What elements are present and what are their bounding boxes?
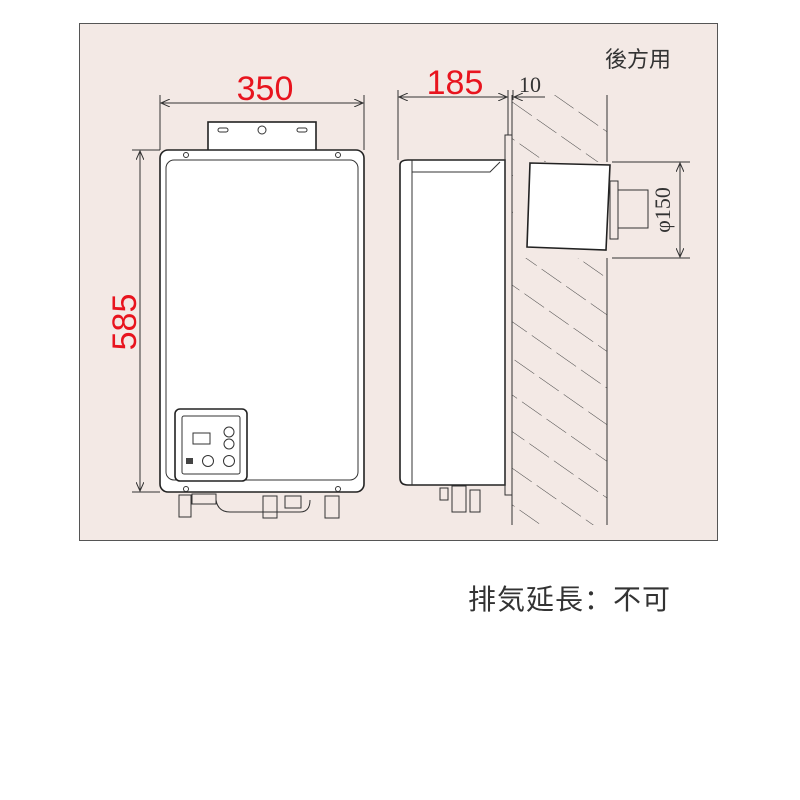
unit-front: [159, 149, 365, 493]
width-label: 350: [237, 70, 294, 108]
exhaust-extension-note: 排気延長：不可: [468, 583, 672, 616]
depth-dimension: 185: [397, 64, 509, 160]
duct-diameter-dimension: φ150: [612, 161, 690, 259]
exhaust-pipe: [617, 189, 649, 229]
height-label: 585: [106, 294, 144, 351]
control-panel: [174, 408, 248, 482]
side-view: [399, 95, 649, 525]
view-label: 後方用: [605, 48, 671, 73]
width-dimension: 350: [159, 70, 365, 150]
front-view: [159, 121, 365, 519]
height-dimension: 585: [106, 149, 160, 493]
unit-side: [399, 159, 506, 486]
display: [192, 432, 211, 445]
hanging-hole: [257, 125, 267, 135]
wall-gap-label: 10: [519, 72, 541, 97]
duct-diameter-label: φ150: [650, 187, 675, 233]
exhaust-duct: [526, 162, 611, 251]
wall-hatch: [512, 95, 607, 525]
depth-label: 185: [427, 64, 484, 102]
bottom-fittings: [178, 493, 340, 519]
wall-gap-dimension: 10: [512, 72, 545, 100]
